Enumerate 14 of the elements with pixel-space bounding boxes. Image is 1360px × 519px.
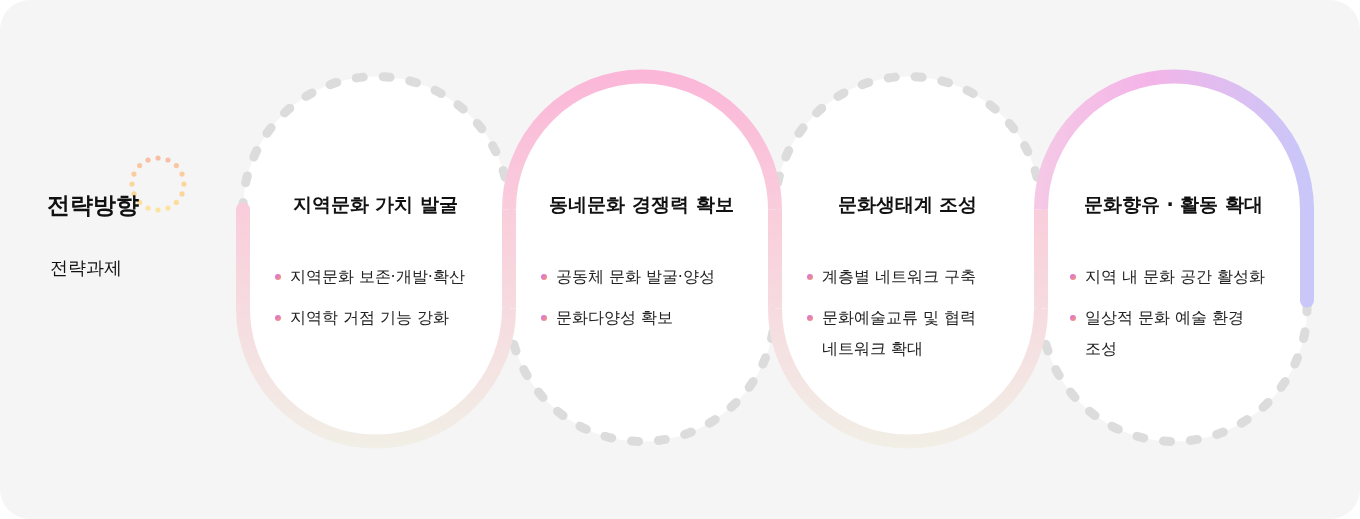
task-item: 지역학 거점 기능 강화 <box>289 307 449 329</box>
task-item: 문화다양성 확보 <box>555 307 673 329</box>
card-heading: 지역문화 가치 발굴 <box>292 192 459 217</box>
card-heading: 문화생태계 조성 <box>837 192 978 217</box>
task-item: 계층별 네트워크 구축 <box>821 266 976 288</box>
row-label: 전략방향 <box>47 191 139 220</box>
row-label: 전략과제 <box>50 256 122 279</box>
card-heading: 동네문화 경쟁력 확보 <box>549 192 734 217</box>
card-heading: 문화향유 · 활동 확대 <box>1083 192 1264 217</box>
task-item: 공동체 문화 발굴·양성 <box>555 266 715 288</box>
task-item: 지역 내 문화 공간 활성화 <box>1084 266 1265 288</box>
task-item: 지역문화 보존·개발·확산 <box>289 266 465 288</box>
task-item: 일상적 문화 예술 환경 조성 <box>1084 307 1245 360</box>
task-item: 문화예술교류 및 협력 네트워크 확대 <box>821 307 977 360</box>
